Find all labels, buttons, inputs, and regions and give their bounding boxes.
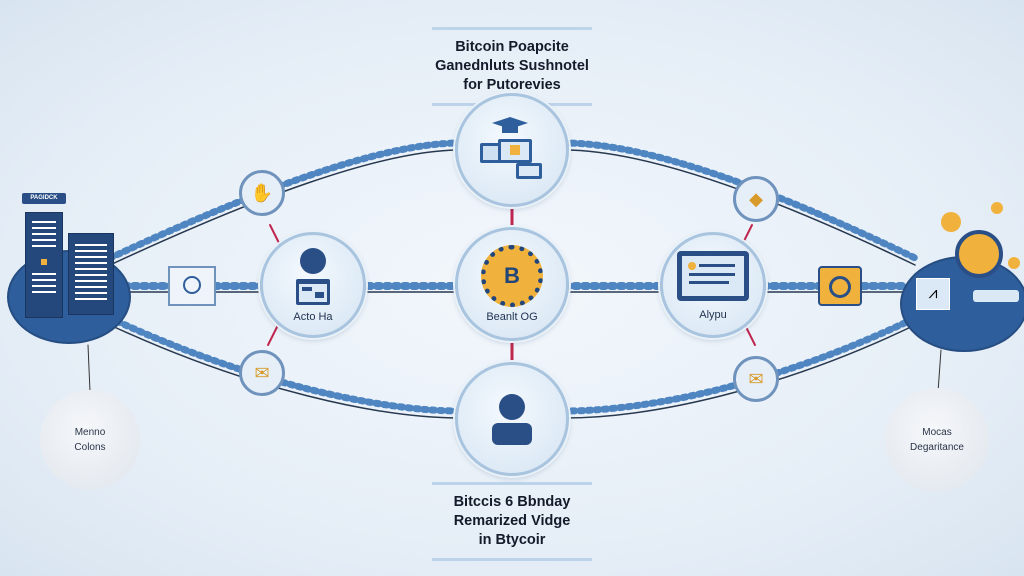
wallet-icon[interactable]: ◆ — [733, 176, 779, 222]
coin-icon — [941, 212, 961, 232]
certificate-icon — [168, 266, 216, 306]
bottom-title: Bitccis 6 Bbndаy Remarized Vidge in Btyc… — [432, 482, 592, 561]
toolbar-icon — [973, 290, 1019, 302]
node-label: Acto Ha — [293, 311, 333, 323]
bottom-title-line: Remarized Vidge — [453, 513, 571, 529]
coin-icon — [1008, 257, 1020, 269]
caption-line: Mocas — [922, 427, 952, 438]
server-badge: PAGIDCK — [22, 193, 66, 204]
access-node[interactable]: Acto Ha — [260, 232, 366, 338]
bitcoin-gear-icon: B — [481, 245, 543, 307]
user-icon — [492, 394, 532, 445]
caption-line: Colons — [74, 442, 106, 453]
bitcoin-symbol: B — [504, 263, 520, 288]
coin-icon — [991, 202, 1003, 214]
top-title-line: Bitcoin Poapcite — [455, 39, 569, 55]
user-node[interactable] — [455, 362, 569, 476]
hand-coin-icon[interactable]: ✋ — [239, 170, 285, 216]
server-icon — [25, 212, 63, 318]
chart-icon: ⩘ — [916, 278, 950, 310]
top-title-line: Ganednluts Sushnotel — [435, 58, 589, 74]
document-screen-icon — [677, 251, 749, 301]
coin-icon — [955, 230, 1003, 278]
education-node[interactable] — [455, 93, 569, 207]
mail-icon[interactable]: ✉ — [733, 356, 779, 402]
node-label: Alypu — [699, 309, 727, 321]
caption-line: Degaritance — [910, 442, 964, 453]
envelope-icon[interactable]: ✉ — [239, 350, 285, 396]
document-node[interactable]: Alypu — [660, 232, 766, 338]
server-icon — [68, 233, 114, 315]
bitcoin-node[interactable]: B Beanlt OG — [455, 227, 569, 341]
node-label: Beanlt OG — [486, 311, 538, 323]
bottom-title-line: in Btycoir — [478, 532, 546, 548]
globe-terminal-icon — [296, 248, 330, 305]
top-title: Bitcoin Poapcite Ganednluts Sushnotel fo… — [432, 27, 592, 106]
top-title-line: for Putorevies — [463, 77, 561, 93]
bottom-title-line: Bitccis 6 Bbndаy — [453, 494, 571, 510]
card-icon — [818, 266, 862, 306]
graduation-computer-icon — [480, 117, 542, 179]
caption-line: Menno — [74, 427, 106, 438]
